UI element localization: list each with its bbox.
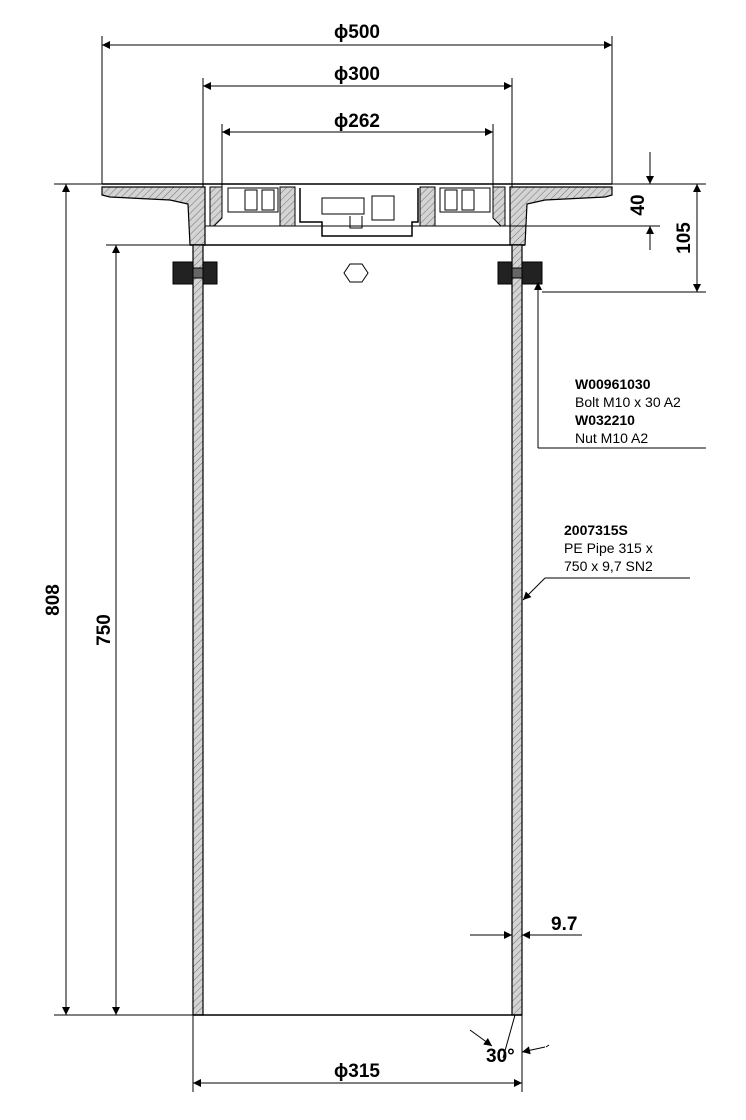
callout-pipe-desc-1: PE Pipe 315 x	[564, 540, 653, 556]
pipe-right-wall	[511, 244, 523, 1016]
dim-flange-height: 40	[505, 152, 706, 250]
grate-section-left	[279, 186, 296, 227]
dim-inner-collar-diameter: ϕ262	[221, 111, 494, 187]
grate-bar-right	[439, 187, 491, 213]
grate-rib-3	[444, 189, 458, 211]
dim-label-9-7: 9.7	[551, 914, 577, 935]
lock-tab	[349, 216, 363, 229]
callout-bolt-desc: Bolt M10 x 30 A2	[575, 394, 681, 410]
bolt-left	[172, 261, 218, 285]
callout-pipe: 2007315S PE Pipe 315 x 750 x 9,7 SN2	[522, 522, 690, 601]
pipe-left-wall	[192, 244, 204, 1016]
dim-pipe-length: 750	[94, 244, 190, 1015]
dim-label-105: 105	[674, 222, 695, 254]
grate-section-right	[419, 186, 436, 227]
dim-label-300: ϕ300	[334, 64, 380, 85]
dim-label-750: 750	[94, 614, 115, 646]
lock-bolt	[371, 195, 395, 221]
dim-total-height: 808	[43, 183, 193, 1016]
dim-wall-thickness: 9.7	[470, 914, 582, 939]
dim-label-808: 808	[43, 584, 64, 616]
nut-left	[202, 261, 218, 285]
grate-rib-4	[461, 189, 475, 211]
dim-collar-depth: 105	[542, 184, 706, 293]
bolt-head-right	[521, 261, 543, 285]
bolt-right	[497, 261, 543, 285]
flange-left-wing	[101, 186, 206, 246]
dim-label-315: ϕ315	[334, 1061, 380, 1082]
bolt-head-left	[172, 261, 194, 285]
collar-left-wall	[209, 186, 223, 227]
grate-bar-left	[227, 187, 279, 213]
dim-flange-diameter: ϕ500	[101, 22, 613, 184]
locking-body	[299, 188, 419, 237]
flange-assembly	[101, 183, 613, 246]
dim-label-500: ϕ500	[334, 22, 380, 43]
callout-pipe-code: 2007315S	[564, 522, 628, 538]
dim-chamfer-angle: 30°	[469, 1014, 550, 1067]
lock-plate	[321, 197, 365, 215]
callout-nut-code: W032210	[575, 412, 635, 428]
dim-pipe-diameter: ϕ315	[192, 1015, 523, 1092]
callout-bolt-code: W00961030	[575, 376, 651, 392]
dim-label-262: ϕ262	[334, 111, 380, 132]
callout-bolt-nut: W00961030 Bolt M10 x 30 A2 W032210 Nut M…	[534, 282, 706, 449]
hex-nut-icon	[343, 263, 369, 283]
pe-pipe	[192, 244, 523, 1016]
callout-pipe-desc-2: 750 x 9,7 SN2	[564, 558, 653, 574]
grate-rib-2	[261, 189, 275, 211]
dim-label-40: 40	[628, 194, 649, 215]
nut-right	[497, 261, 513, 285]
collar-right-wall	[492, 186, 506, 227]
flange-right-wing	[509, 186, 613, 246]
callout-nut-desc: Nut M10 A2	[575, 430, 648, 446]
dim-outer-collar-diameter: ϕ300	[202, 64, 513, 187]
dim-label-30: 30°	[486, 1046, 515, 1067]
grate-rib-1	[244, 189, 258, 211]
